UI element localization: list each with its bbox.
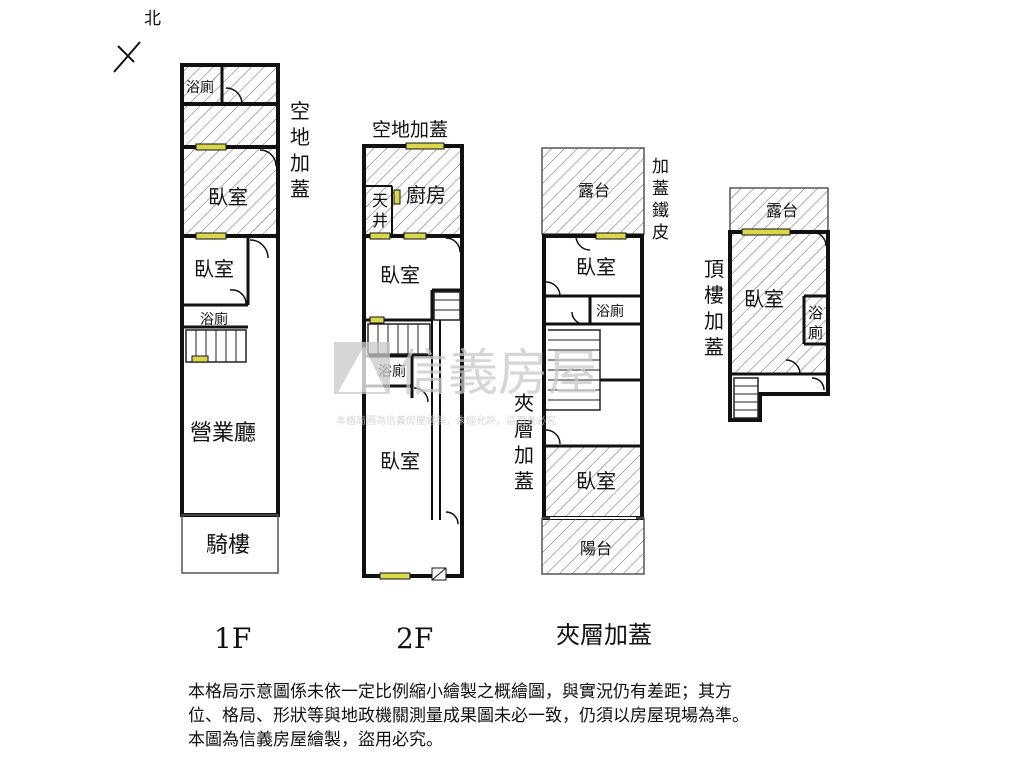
mezz-balcony <box>541 517 645 575</box>
watermark-brand: 信義房屋 <box>398 344 598 402</box>
f2-window <box>369 316 385 324</box>
disclaimer-line-2: 位、格局、形狀等與地政機關測量成果圖未必一致，仍須以房屋現場為準。 <box>188 706 749 726</box>
disclaimer: 本格局示意圖係未依一定比例縮小繪製之概繪圖，與實況仍有差距；其方 位、格局、形狀… <box>188 680 908 752</box>
f1-note-char-2: 地 <box>290 125 310 149</box>
roof-bath-label-2: 廁 <box>808 324 823 342</box>
mezz-bedroom-b-label: 臥室 <box>576 469 616 493</box>
f2-stairs <box>367 291 461 355</box>
roof-window <box>741 228 791 236</box>
floor-mezz-plan: 露台 臥室 浴廁 臥室 陽台 加 蓋 鐵 皮 夾 層 加 蓋 <box>514 147 669 575</box>
f2-bedroom-b-label: 臥室 <box>380 449 420 473</box>
f2-window <box>403 232 427 240</box>
f2-door <box>445 237 461 253</box>
disclaimer-line-3: 本圖為信義房屋繪製，盜用必究。 <box>188 730 443 750</box>
mezz-door <box>575 235 591 251</box>
compass-arrow <box>113 41 141 73</box>
compass-cross <box>117 45 135 63</box>
mezz-note-left-3: 加 <box>514 443 534 467</box>
f2-door <box>445 511 459 525</box>
f2-hatched-area <box>364 146 462 234</box>
mezz-door <box>545 429 561 445</box>
floor-1f-plan: 浴廁 臥室 臥室 浴廁 營業廳 騎樓 空 地 加 蓋 <box>180 63 310 574</box>
roof-bedroom-label: 臥室 <box>744 287 784 311</box>
mezz-stairs <box>546 329 642 411</box>
watermark-logo-mark <box>338 346 386 392</box>
f1-bedroom-b-label: 臥室 <box>194 257 234 281</box>
f2-skywell-label-2: 井 <box>372 211 388 230</box>
caption-mezz: 夾層加蓋 <box>556 621 652 649</box>
compass-north-label: 北 <box>144 9 161 29</box>
roof-terrace-label: 露台 <box>766 201 798 220</box>
f2-note-top: 空地加蓋 <box>372 119 448 141</box>
f1-hall-label: 營業廳 <box>190 421 256 446</box>
roof-door <box>811 231 827 247</box>
compass: 北 <box>113 9 161 73</box>
roof-hatched-bedroom <box>732 234 828 374</box>
roof-stairs <box>733 377 759 419</box>
roof-note-char-4: 蓋 <box>704 335 724 359</box>
mezz-bedroom-a-label: 臥室 <box>576 255 616 279</box>
mezz-note-right-4: 皮 <box>652 223 669 243</box>
watermark: 信義房屋 本格局圖為信義房屋繪製，未經允許，盜用者必究 <box>334 342 598 427</box>
mezz-window <box>595 232 627 240</box>
roof-note-char-2: 樓 <box>704 283 724 307</box>
mezz-door <box>545 281 561 297</box>
mezz-hatched-bedroom <box>544 446 642 518</box>
f1-door <box>229 289 247 305</box>
f1-bath-top-label: 浴廁 <box>186 79 214 96</box>
mezz-terrace-label: 露台 <box>578 181 610 200</box>
f1-note-char-4: 蓋 <box>290 177 310 201</box>
caption-2f: 2F <box>396 622 433 655</box>
mezz-bath-label: 浴廁 <box>596 303 624 320</box>
f1-door <box>249 239 269 259</box>
f1-note-char-1: 空 <box>290 99 310 123</box>
mezz-note-left-4: 蓋 <box>514 469 534 493</box>
floor-roof-plan: 露台 臥室 浴 廁 頂 樓 加 蓋 <box>704 187 830 422</box>
mezz-terrace <box>541 147 645 235</box>
mezz-note-left-2: 層 <box>514 417 534 441</box>
f2-window <box>393 189 401 205</box>
f2-door <box>413 387 429 403</box>
f1-door <box>225 87 243 105</box>
watermark-subtext: 本格局圖為信義房屋繪製，未經允許，盜用者必究 <box>336 414 556 427</box>
mezz-note-right-2: 蓋 <box>652 179 669 199</box>
f1-note-char-3: 加 <box>290 151 310 175</box>
f1-window <box>191 355 209 363</box>
roof-door <box>811 377 825 391</box>
roof-note-char-3: 加 <box>704 309 724 333</box>
f1-arcade <box>181 514 279 574</box>
mezz-note-right-3: 鐵 <box>652 201 669 221</box>
f2-kitchen-label: 廚房 <box>406 183 446 207</box>
roof-door <box>785 359 801 375</box>
f1-arcade-label: 騎樓 <box>206 533 250 558</box>
f1-bedroom-a-label: 臥室 <box>208 185 248 209</box>
mezz-balcony-label: 陽台 <box>580 539 612 558</box>
f2-skywell-label-1: 天 <box>372 191 388 210</box>
f1-window <box>195 143 227 151</box>
roof-outer-wall <box>728 230 830 422</box>
f1-window <box>195 232 227 240</box>
mezz-note-right-1: 加 <box>652 157 669 177</box>
f2-window <box>379 572 411 580</box>
f2-window <box>369 232 391 240</box>
roof-note-char-1: 頂 <box>704 257 724 281</box>
f2-bedroom-a-label: 臥室 <box>380 263 420 287</box>
f1-door <box>259 149 277 167</box>
mezz-note-left-1: 夾 <box>514 391 534 415</box>
caption-1f: 1F <box>214 622 251 655</box>
f1-bath-mid-label: 浴廁 <box>200 311 228 328</box>
roof-bath-label-1: 浴 <box>808 304 823 322</box>
f2-window <box>405 142 445 150</box>
mezz-door <box>571 311 585 325</box>
disclaimer-line-1: 本格局示意圖係未依一定比例縮小繪製之概繪圖，與實況仍有差距；其方 <box>188 682 732 702</box>
